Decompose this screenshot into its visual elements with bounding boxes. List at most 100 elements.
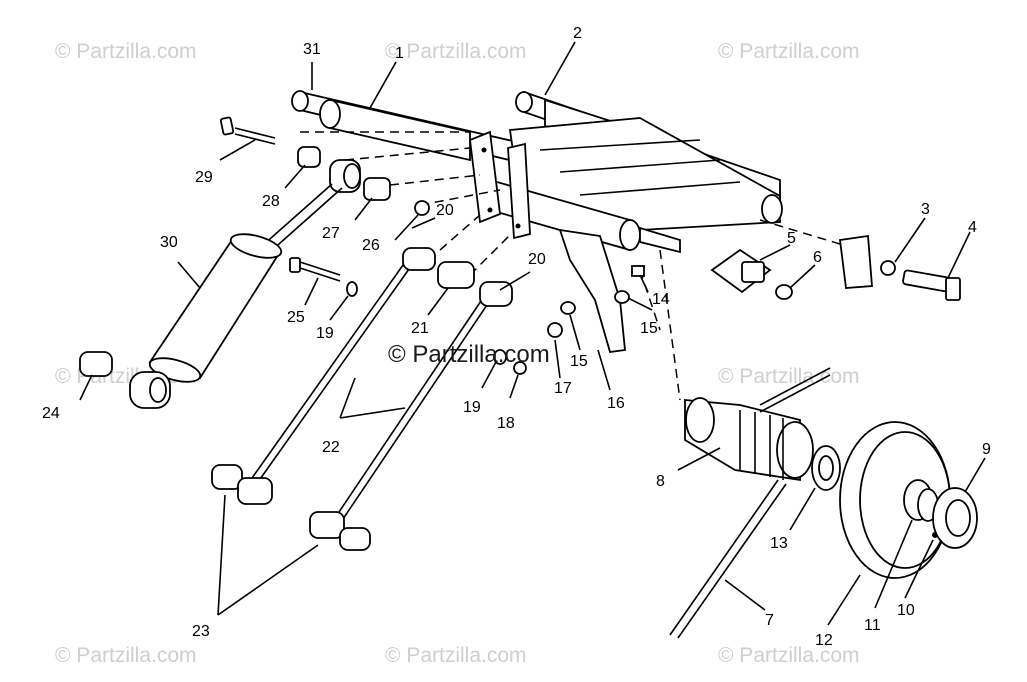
bracket-3 [838,234,873,289]
watermark-text: © Partzilla.com [718,40,860,63]
bolt-4-head [945,277,961,301]
callout-line [554,339,561,379]
label-15-left: 15 [570,353,588,370]
idler-wheel [839,421,978,579]
label-13: 13 [770,535,788,552]
callout-line [789,487,816,531]
callout-line [329,295,349,321]
link-rod [342,298,492,520]
watermark-text: © Partzilla.com [55,40,197,63]
callout-line [79,374,93,401]
part-labels: 31 1 2 29 28 27 20 26 30 25 19 21 20 24 … [42,25,991,649]
shock-lower-hole [149,377,167,403]
callout-line [569,314,581,351]
nut-18 [513,361,527,375]
callout-line [759,244,791,261]
nut-26 [414,200,430,216]
callout-line [499,271,531,291]
label-9: 9 [982,441,991,458]
spring-arm-upper [759,374,831,413]
label-22: 22 [322,439,340,456]
label-3: 3 [921,201,930,218]
watermark-text: © Partzilla.com [718,644,860,667]
callout-line [427,287,449,316]
nut-5 [741,261,765,283]
callout-line [904,539,934,599]
block-5 [710,248,772,294]
label-18: 18 [497,415,515,432]
watermark-text: © Partzilla.com [385,644,527,667]
bolt-25-shaft [299,261,341,276]
bracket-assembly [547,228,645,353]
dashed-line [419,189,501,206]
label-19-lower: 19 [463,399,481,416]
callout-line [217,494,226,616]
arm-end [761,194,783,224]
shock-absorber [79,183,343,409]
label-11: 11 [864,617,881,634]
callout-line [219,139,256,161]
label-20-upper: 20 [436,202,454,219]
callout-line [177,261,201,289]
label-28: 28 [262,193,280,210]
mid-hardware [289,257,358,297]
label-17: 17 [554,380,572,397]
shock-rod [269,187,343,253]
label-23: 23 [192,623,210,640]
label-6: 6 [813,249,822,266]
label-27: 27 [322,225,340,242]
callout-lines [79,41,986,626]
bolt-shaft [234,127,276,139]
plate-hole [515,223,521,229]
dashed-line [759,219,861,251]
callout-line [597,349,611,391]
washer-15 [560,301,576,315]
link-rod [257,261,415,483]
dashed-line [344,147,471,161]
label-26: 26 [362,237,380,254]
bolt-4 [902,269,950,293]
watermark-text: © Partzilla.com [385,40,527,63]
dashed-line [659,249,681,401]
side-plate-left [469,130,501,224]
label-7: 7 [765,612,774,629]
shock-body [148,238,282,380]
alignment-lines [300,131,861,401]
label-25: 25 [287,309,305,326]
callout-line [509,374,519,399]
link-end-lower [309,511,345,539]
callout-line [284,164,306,189]
plate-hole [481,147,487,153]
label-29: 29 [195,169,213,186]
bolt-25-head [289,257,301,273]
callout-line [964,457,986,493]
label-30: 30 [160,234,178,251]
label-19-upper: 19 [316,325,334,342]
label-31: 31 [303,41,321,58]
plate-hole [487,207,493,213]
callout-line [894,217,926,263]
arm-edge [579,181,741,196]
label-21: 21 [411,320,429,337]
bolt-25-shaft [299,267,341,282]
shock-top [229,233,283,259]
dashed-line [439,214,481,251]
callout-line [724,579,766,611]
swing-arm-frame [469,117,783,254]
upper-hardware [219,116,430,216]
bolt-shaft [234,133,276,145]
washer-19b [493,349,507,365]
label-20-lower: 20 [528,251,546,268]
callout-line [217,544,319,616]
label-2: 2 [573,25,582,42]
label-10: 10 [897,602,915,619]
dashed-line [639,269,661,331]
washer-3 [880,260,896,276]
callout-line [339,407,406,419]
callout-line [627,297,653,311]
watermark-center: © Partzilla.com [388,341,550,368]
shaft-sleeve [329,98,471,162]
callout-line [394,214,419,241]
spring-arm-upper [759,367,831,406]
